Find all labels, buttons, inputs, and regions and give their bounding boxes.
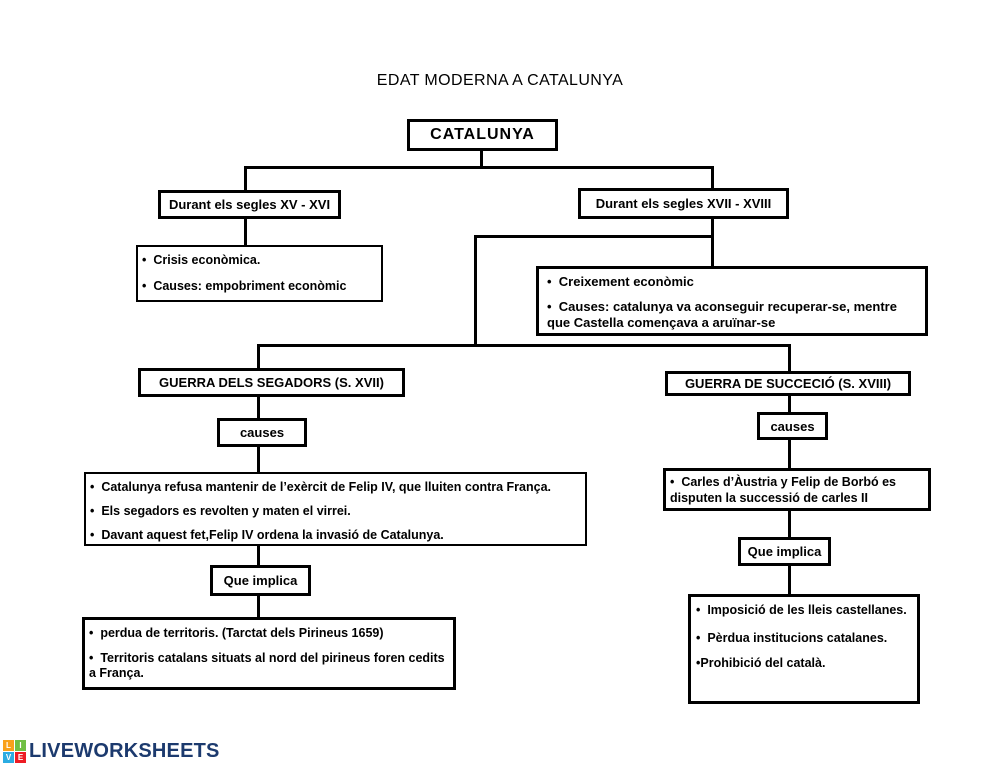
implication-item: Imposició de les lleis castellanes. xyxy=(696,603,912,619)
cause-item: Carles d’Àustria y Felip de Borbó es dis… xyxy=(670,474,924,507)
connector-left-implica-down xyxy=(257,595,260,618)
detail-item: Causes: empobriment econòmic xyxy=(142,279,377,294)
connector-right-implica-up xyxy=(788,510,791,538)
period-right-box: Durant els segles XVII - XVIII xyxy=(578,188,789,219)
connector-mid-down xyxy=(474,235,477,347)
successio-implications-box: Imposició de les lleis castellanes. Pèrd… xyxy=(688,594,920,704)
connector-causes-right-down xyxy=(788,439,791,469)
brand-text: LIVEWORKSHEETS xyxy=(29,740,220,762)
connector-right-implica-down xyxy=(788,565,791,595)
page-title: EDAT MODERNA A CATALUNYA xyxy=(376,72,624,89)
segadors-causes-label-box: causes xyxy=(217,418,307,447)
detail-item: Crisis econòmica. xyxy=(142,253,377,268)
war-successio-box: GUERRA DE SUCCECIÓ (S. XVIII) xyxy=(665,371,911,396)
cause-item: Els segadors es revolten y maten el virr… xyxy=(90,504,583,519)
connector-right-period-details xyxy=(711,217,714,268)
liveworksheets-logo-link[interactable]: L I V E LIVEWORKSHEETS xyxy=(3,740,220,763)
connector-left-period-drop xyxy=(244,166,247,190)
successio-implica-label-box: Que implica xyxy=(738,537,831,566)
period-right-details-box: Creixement econòmic Causes: catalunya va… xyxy=(536,266,928,336)
logo-square-l: L xyxy=(3,740,14,751)
period-left-box: Durant els segles XV - XVI xyxy=(158,190,341,219)
implication-item: Prohibició del català. xyxy=(696,656,912,672)
connector-wars-horizontal xyxy=(257,344,791,347)
connector-war-left-drop xyxy=(257,344,260,370)
implication-item: Pèrdua institucions catalanes. xyxy=(696,631,912,647)
period-right-label: Durant els segles XVII - XVIII xyxy=(595,196,772,211)
root-box-catalunya: CATALUNYA xyxy=(407,119,558,151)
implica-label: Que implica xyxy=(223,573,298,588)
war-segadors-box: GUERRA DELS SEGADORS (S. XVII) xyxy=(138,368,405,397)
connector-segadors-causes xyxy=(257,396,260,419)
implication-item: perdua de territoris. (Tarctat dels Piri… xyxy=(89,626,449,641)
war-segadors-title: GUERRA DELS SEGADORS (S. XVII) xyxy=(159,375,384,390)
segadors-causes-box: Catalunya refusa mantenir de l’exèrcit d… xyxy=(84,472,587,546)
detail-item: Creixement econòmic xyxy=(547,274,917,289)
segadors-implica-label-box: Que implica xyxy=(210,565,311,596)
cause-item: Davant aquest fet,Felip IV ordena la inv… xyxy=(90,528,583,543)
implication-item: Territoris catalans situats al nord del … xyxy=(89,651,449,681)
logo-square-e: E xyxy=(15,752,26,763)
connector-left-implica-up xyxy=(257,545,260,566)
logo-square-v: V xyxy=(3,752,14,763)
logo-square-i: I xyxy=(15,740,26,751)
detail-item: Causes: catalunya va aconseguir recupera… xyxy=(547,299,917,330)
war-successio-title: GUERRA DE SUCCECIÓ (S. XVIII) xyxy=(684,376,892,391)
implica-label: Que implica xyxy=(747,544,822,559)
connector-successio-causes xyxy=(788,395,791,413)
segadors-implications-box: perdua de territoris. (Tarctat dels Piri… xyxy=(82,617,456,690)
successio-causes-box: Carles d’Àustria y Felip de Borbó es dis… xyxy=(663,468,931,511)
liveworksheets-icon: L I V E xyxy=(3,740,26,763)
causes-label: causes xyxy=(239,425,285,440)
connector-top-horizontal xyxy=(244,166,714,169)
cause-item: Catalunya refusa mantenir de l’exèrcit d… xyxy=(90,480,583,495)
connector-mid-horizontal xyxy=(474,235,714,238)
connector-right-period-drop xyxy=(711,166,714,188)
root-label: CATALUNYA xyxy=(430,126,535,143)
connector-causes-left-down xyxy=(257,446,260,473)
period-left-label: Durant els segles XV - XVI xyxy=(168,197,331,212)
connector-left-period-details xyxy=(244,217,247,246)
causes-label: causes xyxy=(770,418,815,434)
successio-causes-label-box: causes xyxy=(757,412,828,440)
connector-war-right-drop xyxy=(788,344,791,373)
connector-root-down xyxy=(480,150,483,168)
period-left-details-box: Crisis econòmica. Causes: empobriment ec… xyxy=(136,245,383,302)
